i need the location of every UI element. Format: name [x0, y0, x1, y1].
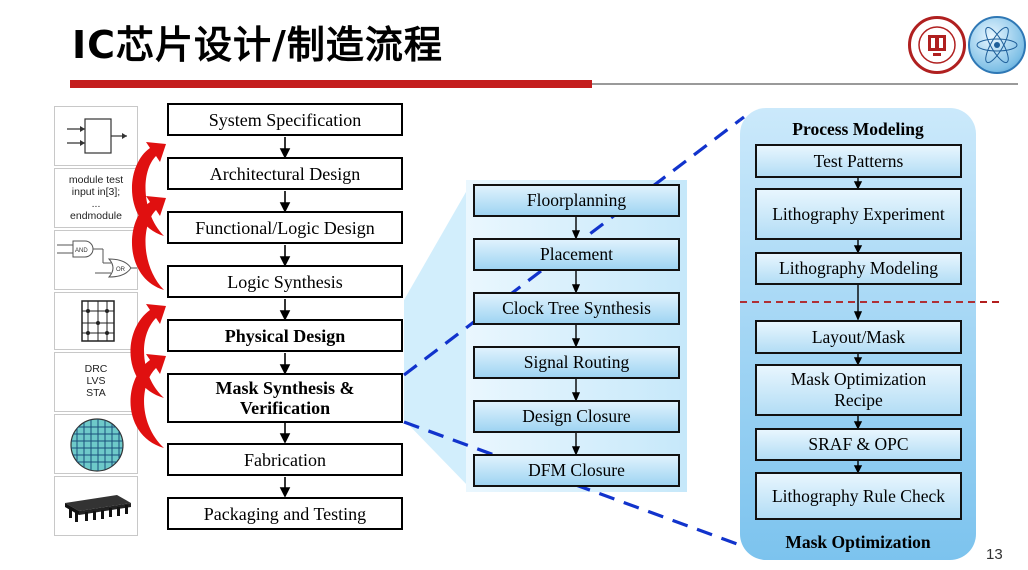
- step-architectural-design: Architectural Design: [167, 157, 403, 190]
- page-number: 13: [986, 546, 1003, 563]
- peking-university-logo: [908, 16, 966, 74]
- layout-grid-icon: [54, 292, 138, 350]
- mo-step-lithography-rule-check: Lithography Rule Check: [755, 472, 962, 520]
- physical-flow-arrows: [571, 217, 581, 456]
- step-system-specification: System Specification: [167, 103, 403, 136]
- pm-step-lithography-experiment: Lithography Experiment: [755, 188, 962, 240]
- title-underline: [70, 80, 592, 88]
- pd-step-clock-tree-synthesis: Clock Tree Synthesis: [473, 292, 680, 325]
- pd-step-floorplanning: Floorplanning: [473, 184, 680, 217]
- step-fabrication: Fabrication: [167, 443, 403, 476]
- lvs-label: LVS: [86, 375, 106, 387]
- mo-step-layout-mask: Layout/Mask: [755, 320, 962, 354]
- hdl-code-icon: module test input in[3]; ... endmodule: [54, 168, 138, 228]
- code-line: input in[3];: [71, 186, 121, 198]
- process-modeling-heading: Process Modeling: [792, 119, 924, 139]
- pd-step-signal-routing: Signal Routing: [473, 346, 680, 379]
- step-mask-synthesis-verification: Mask Synthesis & Verification: [167, 373, 403, 423]
- mask-optimization-heading: Mask Optimization: [785, 532, 931, 552]
- pd-step-dfm-closure: DFM Closure: [473, 454, 680, 487]
- mo-step-mask-optimization-recipe: Mask Optimization Recipe: [755, 364, 962, 416]
- pd-step-placement: Placement: [473, 238, 680, 271]
- code-line: endmodule: [70, 210, 122, 222]
- block-diagram-icon: [54, 106, 138, 166]
- wafer-icon: [54, 414, 138, 474]
- chip-package-icon: [54, 476, 138, 536]
- slide-title: IC芯片设计/制造流程: [72, 23, 443, 67]
- pd-step-design-closure: Design Closure: [473, 400, 680, 433]
- logic-gates-icon: AND OR: [54, 230, 138, 290]
- and-gate-label: AND: [75, 248, 88, 254]
- lab-logo: [968, 16, 1026, 74]
- pm-step-test-patterns: Test Patterns: [755, 144, 962, 178]
- step-packaging-testing: Packaging and Testing: [167, 497, 403, 530]
- physical-design-fan: [404, 185, 470, 488]
- pm-step-lithography-modeling: Lithography Modeling: [755, 252, 962, 285]
- step-logic-synthesis: Logic Synthesis: [167, 265, 403, 298]
- code-line: module test: [68, 174, 124, 186]
- callout-line-bottom: [403, 420, 741, 547]
- code-line: ...: [91, 198, 101, 210]
- main-flow-arrows: [279, 137, 291, 498]
- step-physical-design: Physical Design: [167, 319, 403, 352]
- title-underline-grey: [592, 83, 1018, 85]
- drc-label: DRC: [84, 363, 108, 375]
- step-functional-logic-design: Functional/Logic Design: [167, 211, 403, 244]
- mo-step-sraf-opc: SRAF & OPC: [755, 428, 962, 461]
- or-gate-label: OR: [116, 267, 126, 273]
- verification-icon: DRC LVS STA: [54, 352, 138, 412]
- sta-label: STA: [86, 387, 106, 399]
- feedback-arrows: [130, 142, 166, 448]
